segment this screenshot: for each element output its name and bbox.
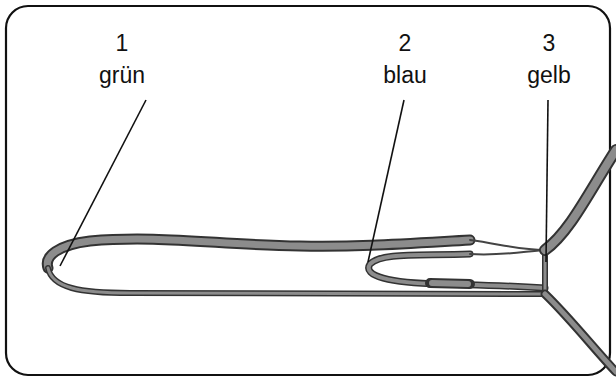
callout-number: 2 (399, 30, 412, 56)
color-name: grün (99, 62, 145, 88)
leader-lines (60, 100, 548, 266)
leader-line (368, 100, 404, 262)
leader-line (546, 100, 548, 262)
strap-loop (47, 150, 616, 372)
callout-number: 3 (543, 30, 556, 56)
callout-number: 1 (116, 30, 129, 56)
frame (6, 6, 610, 375)
color-name: gelb (527, 62, 570, 88)
leader-line (60, 100, 146, 266)
color-name: blau (383, 62, 426, 88)
